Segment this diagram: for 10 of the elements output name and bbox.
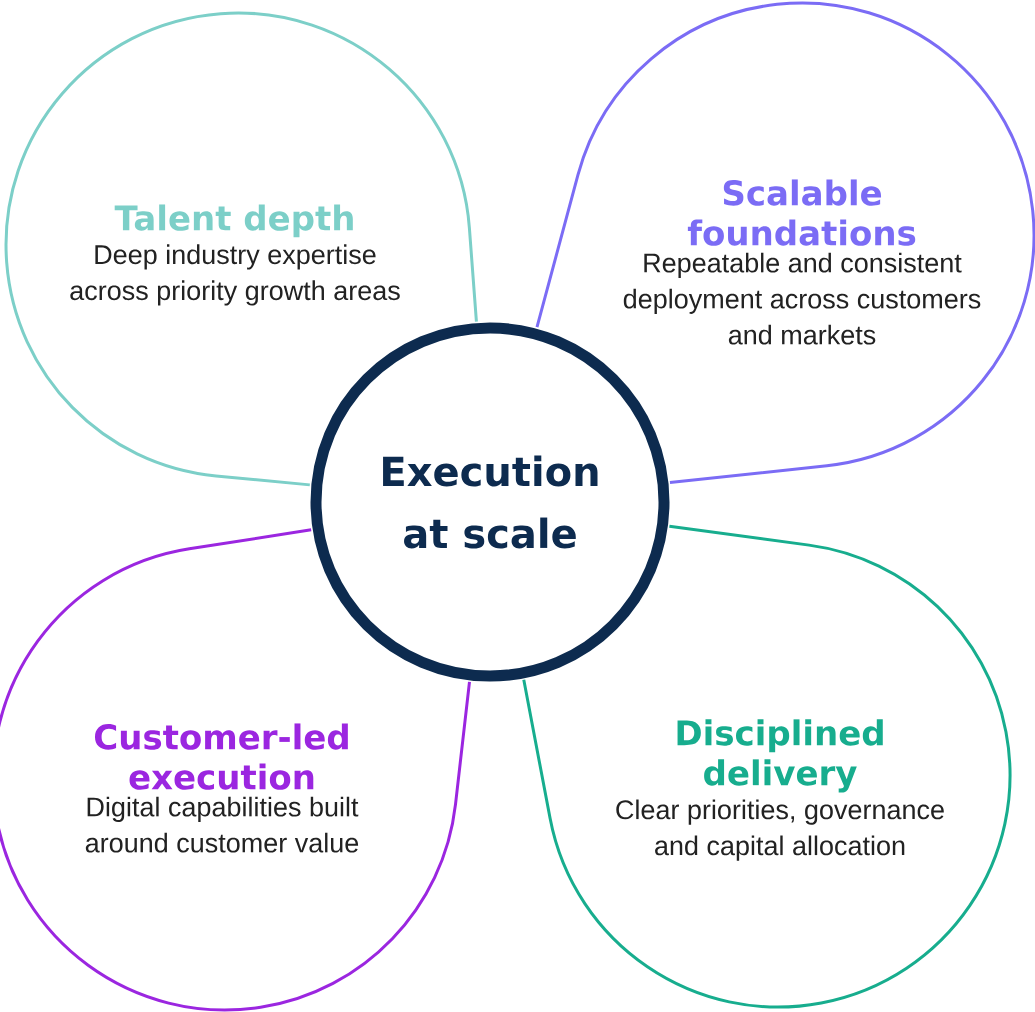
heading: Execution at scale bbox=[383, 455, 598, 549]
heading: Disciplined delivery bbox=[677, 719, 883, 793]
description: Clear priorities, governance and capital allocation bbox=[616, 799, 944, 861]
heading: Customer-led execution bbox=[95, 723, 348, 790]
description: Digital capabilities built around customer value bbox=[85, 796, 359, 853]
center-circle bbox=[310, 322, 670, 682]
heading: Talent depth bbox=[114, 204, 353, 238]
description: Deep industry expertise across priority growth areas bbox=[70, 244, 400, 306]
description: Repeatable and consistent deployment across customers and markets bbox=[623, 252, 981, 345]
heading: Scalable foundations bbox=[687, 179, 916, 246]
